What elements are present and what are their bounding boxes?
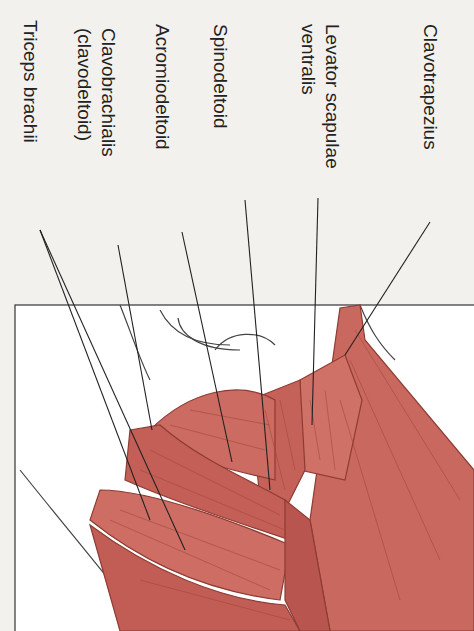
muscle-label: Clavotrapezius: [418, 24, 442, 219]
muscle-label: Levator scapulae ventralis: [296, 24, 344, 189]
muscle-label: Triceps brachii: [18, 20, 42, 235]
leader-lines: [40, 198, 430, 550]
muscle-label: Acromiodeltoid: [150, 24, 174, 229]
muscle-label: Spinodeltoid: [208, 24, 232, 199]
figure-frame: [15, 305, 474, 631]
muscle-label: Clavobrachialis (clavodeltoid): [72, 28, 120, 243]
fiber-lines: [110, 330, 460, 620]
